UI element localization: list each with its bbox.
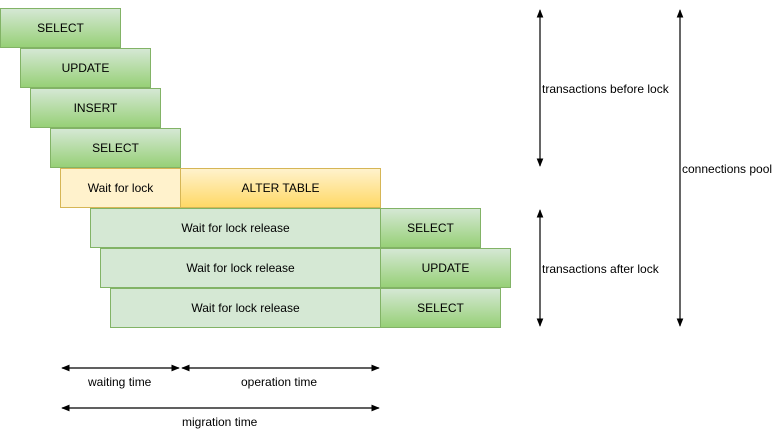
txn-after-update: UPDATE xyxy=(380,248,511,288)
txn-insert: INSERT xyxy=(30,88,161,128)
wait-release-box-3: Wait for lock release xyxy=(110,288,381,328)
wait-release-box-2: Wait for lock release xyxy=(100,248,381,288)
label-after-lock: transactions after lock xyxy=(542,262,659,276)
label-operation-time: operation time xyxy=(241,375,318,389)
alter-table-box: ALTER TABLE xyxy=(180,168,381,208)
txn-select-1: SELECT xyxy=(0,8,121,48)
txn-after-select-1: SELECT xyxy=(380,208,481,248)
label-migration-time: migration time xyxy=(182,415,258,429)
txn-after-select-2: SELECT xyxy=(380,288,501,328)
txn-update-1: UPDATE xyxy=(20,48,151,88)
label-connections-pool: connections pool xyxy=(682,162,773,176)
wait-for-lock-box: Wait for lock xyxy=(60,168,181,208)
label-waiting-time: waiting time xyxy=(88,375,152,389)
label-before-lock: transactions before lock xyxy=(542,82,669,96)
txn-select-2: SELECT xyxy=(50,128,181,168)
wait-release-box-1: Wait for lock release xyxy=(90,208,381,248)
